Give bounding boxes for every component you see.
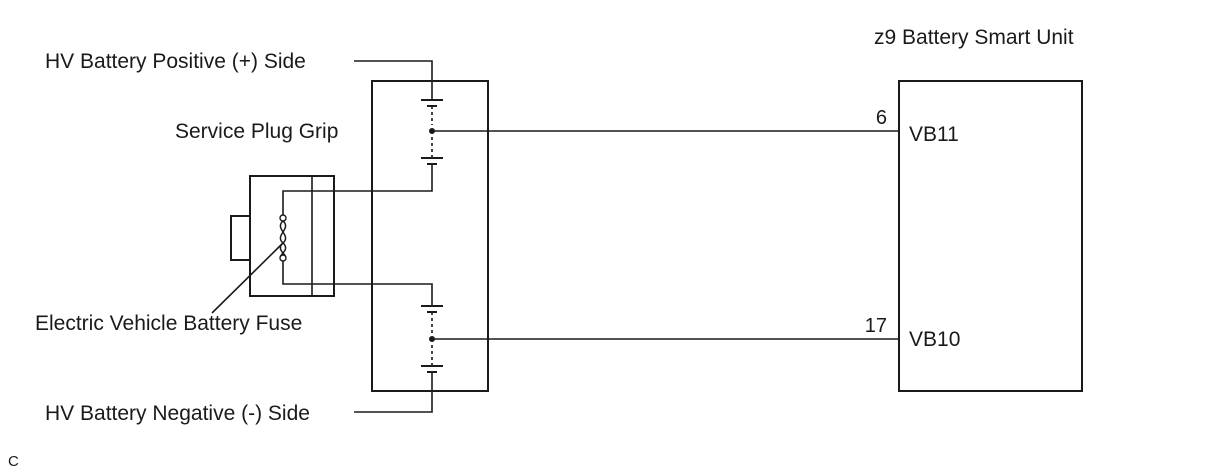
terminal-name-vb11: VB11 — [909, 123, 959, 146]
fuse-to-lower-wire — [282, 261, 433, 306]
hv-negative-label: HV Battery Negative (-) Side — [45, 402, 310, 425]
pin-number-vb11: 6 — [876, 107, 887, 129]
hv-positive-label: HV Battery Positive (+) Side — [45, 50, 306, 73]
battery-block — [371, 80, 489, 392]
terminal-name-vb10: VB10 — [909, 328, 960, 351]
unit-title: z9 Battery Smart Unit — [874, 26, 1074, 49]
hv-negative-lead — [354, 372, 433, 413]
fuse-leader-line — [211, 242, 284, 314]
upper-to-fuse-wire — [282, 164, 433, 215]
service-plug-label: Service Plug Grip — [175, 120, 338, 143]
battery-smart-unit-box — [898, 80, 1083, 392]
fuse-terminal-bottom — [279, 254, 287, 262]
corner-code: C — [8, 453, 19, 470]
fuse-terminal-top — [279, 214, 287, 222]
service-plug-grip-body — [249, 175, 335, 297]
hv-positive-lead — [354, 60, 433, 100]
pin-number-vb10: 17 — [865, 315, 887, 337]
fuse-label: Electric Vehicle Battery Fuse — [35, 312, 302, 335]
service-plug-tab — [230, 215, 251, 261]
